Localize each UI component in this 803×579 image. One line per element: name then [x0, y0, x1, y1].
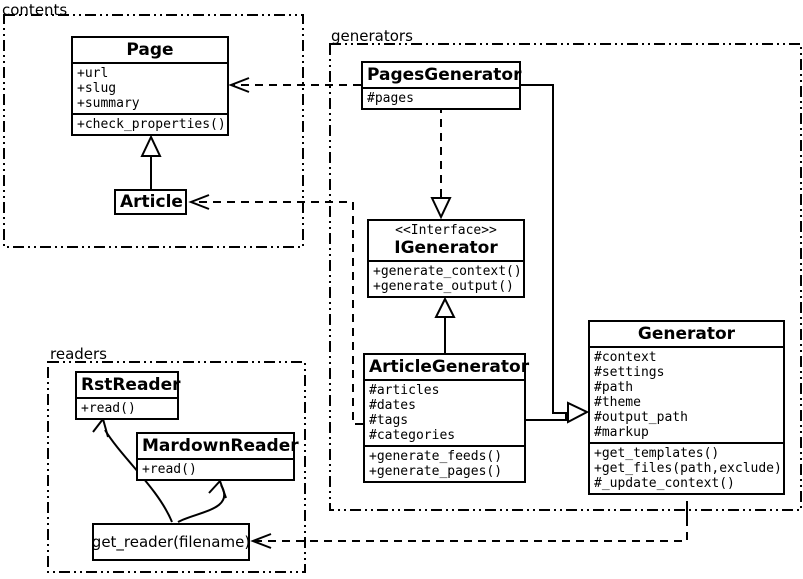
stereotype-label: <<Interface>>	[395, 223, 497, 238]
package-generators-border	[329, 43, 802, 511]
open-arrow-icon	[188, 194, 210, 210]
class-page-methods: +check_properties()	[73, 113, 227, 134]
attribute: +slug	[77, 81, 117, 96]
attribute: #tags	[369, 413, 409, 428]
attribute: #settings	[594, 365, 665, 380]
attribute: #dates	[369, 398, 416, 413]
class-generator-name: Generator	[637, 324, 736, 344]
class-articlegenerator-name: ArticleGenerator	[369, 357, 530, 377]
function-get-reader-label: get_reader(filename)	[91, 533, 251, 551]
class-igenerator-name: IGenerator	[394, 238, 498, 258]
attribute: #pages	[367, 91, 414, 106]
class-igenerator-methods: +generate_context() +generate_output()	[369, 260, 523, 296]
class-page: Page +url +slug +summary +check_properti…	[71, 36, 229, 136]
open-arrow-icon	[250, 533, 272, 549]
method: +generate_context()	[373, 264, 522, 279]
class-markdownreader-name: MardownReader	[142, 436, 299, 456]
method: +get_files(path,exclude)	[594, 461, 782, 476]
edge-generator-uses-getreader	[250, 501, 688, 549]
class-articlegenerator-attributes: #articles #dates #tags #categories	[365, 379, 524, 445]
class-page-attributes: +url +slug +summary	[73, 62, 227, 113]
edge-articlegenerator-uses-article	[188, 194, 363, 425]
class-generator: Generator #context #settings #path #them…	[588, 320, 785, 495]
class-articlegenerator-methods: +generate_feeds() +generate_pages()	[365, 445, 524, 481]
attribute: #context	[594, 350, 657, 365]
attribute: +url	[77, 66, 109, 81]
method: +get_templates()	[594, 446, 720, 461]
attribute: #articles	[369, 383, 440, 398]
package-label-generators: generators	[331, 27, 413, 45]
attribute: #output_path	[594, 410, 688, 425]
edge-articlegenerator-extends-generator	[526, 401, 590, 424]
class-articlegenerator: ArticleGenerator #articles #dates #tags …	[363, 353, 530, 483]
method: +generate_output()	[373, 279, 514, 294]
class-rstreader: RstReader +read()	[75, 371, 181, 420]
class-generator-methods: +get_templates() +get_files(path,exclude…	[590, 442, 783, 493]
attribute: +summary	[77, 96, 140, 111]
package-contents-border	[3, 14, 304, 248]
method: +read()	[81, 401, 136, 416]
class-pagesgenerator-name: PagesGenerator	[367, 65, 522, 85]
edge-articlegenerator-implements-igenerator	[434, 296, 456, 353]
package-label-readers: readers	[50, 345, 107, 363]
method: +generate_feeds()	[369, 449, 503, 464]
class-markdownreader-methods: +read()	[138, 458, 293, 479]
class-article-name: Article	[120, 192, 183, 212]
edge-pagesgenerator-uses-page	[228, 77, 361, 93]
edge-getreader-to-markdownreader	[177, 479, 227, 523]
method: #_update_context()	[594, 476, 735, 491]
attribute: #markup	[594, 425, 649, 440]
edge-article-extends-page	[140, 134, 162, 189]
package-readers-border	[47, 361, 306, 573]
class-generator-attributes: #context #settings #path #theme #output_…	[590, 346, 783, 442]
open-arrow-icon	[92, 416, 109, 438]
attribute: #path	[594, 380, 634, 395]
function-get-reader: get_reader(filename)	[92, 523, 250, 561]
open-arrow-icon	[228, 77, 250, 93]
edge-pagesgenerator-extends-generator	[521, 84, 568, 414]
method: +read()	[142, 462, 197, 477]
class-rstreader-name: RstReader	[81, 375, 181, 395]
class-article: Article	[114, 189, 187, 215]
class-pagesgenerator: PagesGenerator #pages	[361, 61, 521, 110]
attribute: #categories	[369, 428, 456, 443]
edge-pagesgenerator-implements-igenerator	[430, 105, 452, 220]
open-arrow-icon	[208, 479, 227, 499]
method: +generate_pages()	[369, 464, 503, 479]
package-label-contents: contents	[2, 1, 68, 19]
attribute: #theme	[594, 395, 641, 410]
class-pagesgenerator-attributes: #pages	[363, 87, 519, 108]
class-page-name: Page	[126, 40, 174, 60]
class-rstreader-methods: +read()	[77, 397, 177, 418]
class-igenerator-title: <<Interface>> IGenerator	[369, 221, 523, 260]
class-markdownreader: MardownReader +read()	[136, 432, 299, 481]
method: +check_properties()	[77, 117, 226, 132]
class-igenerator: <<Interface>> IGenerator +generate_conte…	[367, 219, 525, 298]
